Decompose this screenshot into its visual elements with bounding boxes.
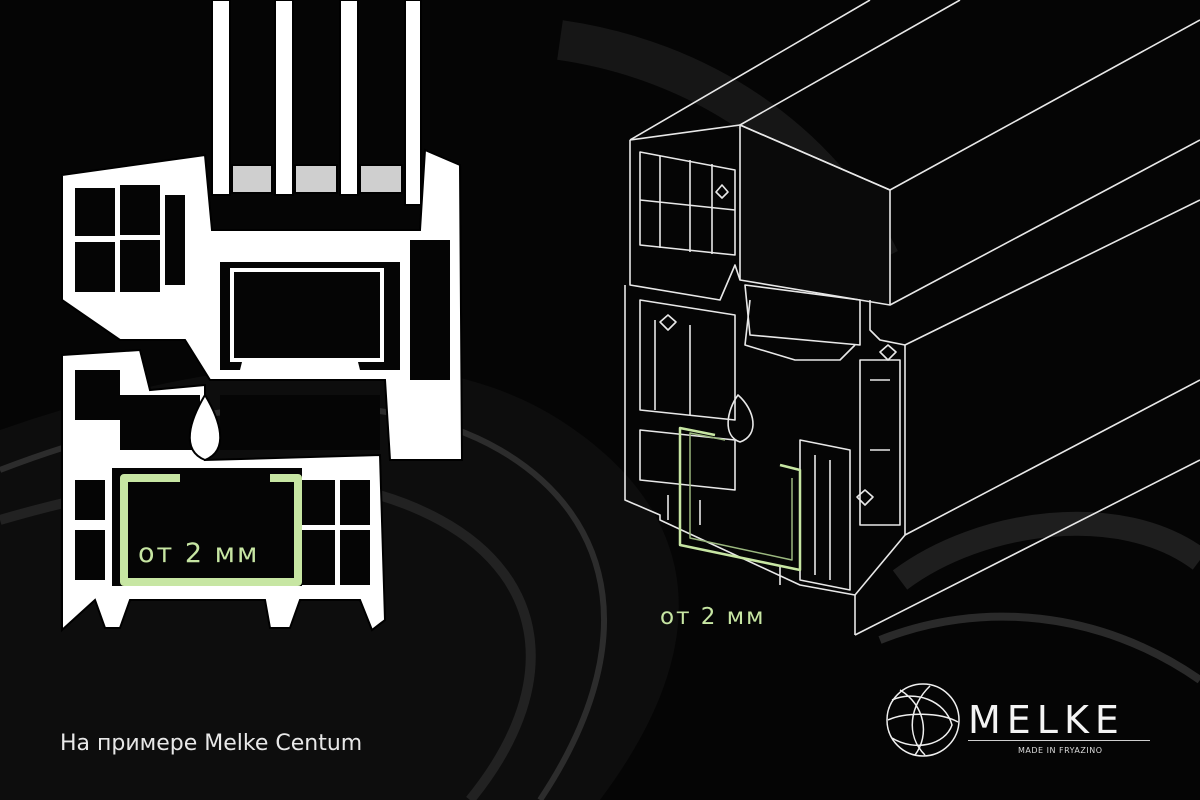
glass-pane-3 (339, 0, 359, 196)
glass-pane-1 (211, 0, 231, 196)
reinforcement-outline-left (120, 474, 302, 586)
caption: На примере Melke Centum (60, 731, 363, 756)
glass-pane-4 (404, 0, 422, 206)
reinforcement-thickness-label: от 2 мм (138, 538, 260, 569)
brand-name: MELKE (968, 698, 1125, 742)
glass-pane-2 (274, 0, 294, 196)
brand-divider (968, 740, 1150, 741)
reinforcement-thickness-label-3d: от 2 мм (660, 604, 766, 630)
reinforcement-outline-right (678, 426, 802, 572)
brand-tagline: MADE IN FRYAZINO (1018, 746, 1103, 755)
